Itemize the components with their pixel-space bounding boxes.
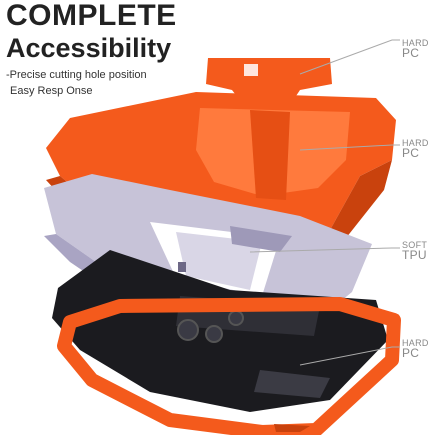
- layer-label-soft-tpu: SOFT TPU: [402, 240, 428, 262]
- feature-item: Easy Resp Onse: [10, 85, 93, 97]
- feature-list: -Precise cutting hole position Easy Resp…: [6, 67, 147, 99]
- bumper-frame: [57, 297, 401, 435]
- headline: COMPLETE Accessibility: [6, 0, 177, 63]
- headline-line2: Accessibility: [6, 33, 172, 63]
- layer-label-hard-pc-3: HARD PC: [402, 338, 429, 360]
- layer-label-hard-pc-2: HARD PC: [402, 138, 429, 160]
- layer-label-hard-pc-1: HARD PC: [402, 38, 429, 60]
- headline-line1: COMPLETE: [6, 0, 177, 32]
- feature-item: -Precise cutting hole position: [6, 69, 147, 81]
- leader-lines: [249, 39, 400, 366]
